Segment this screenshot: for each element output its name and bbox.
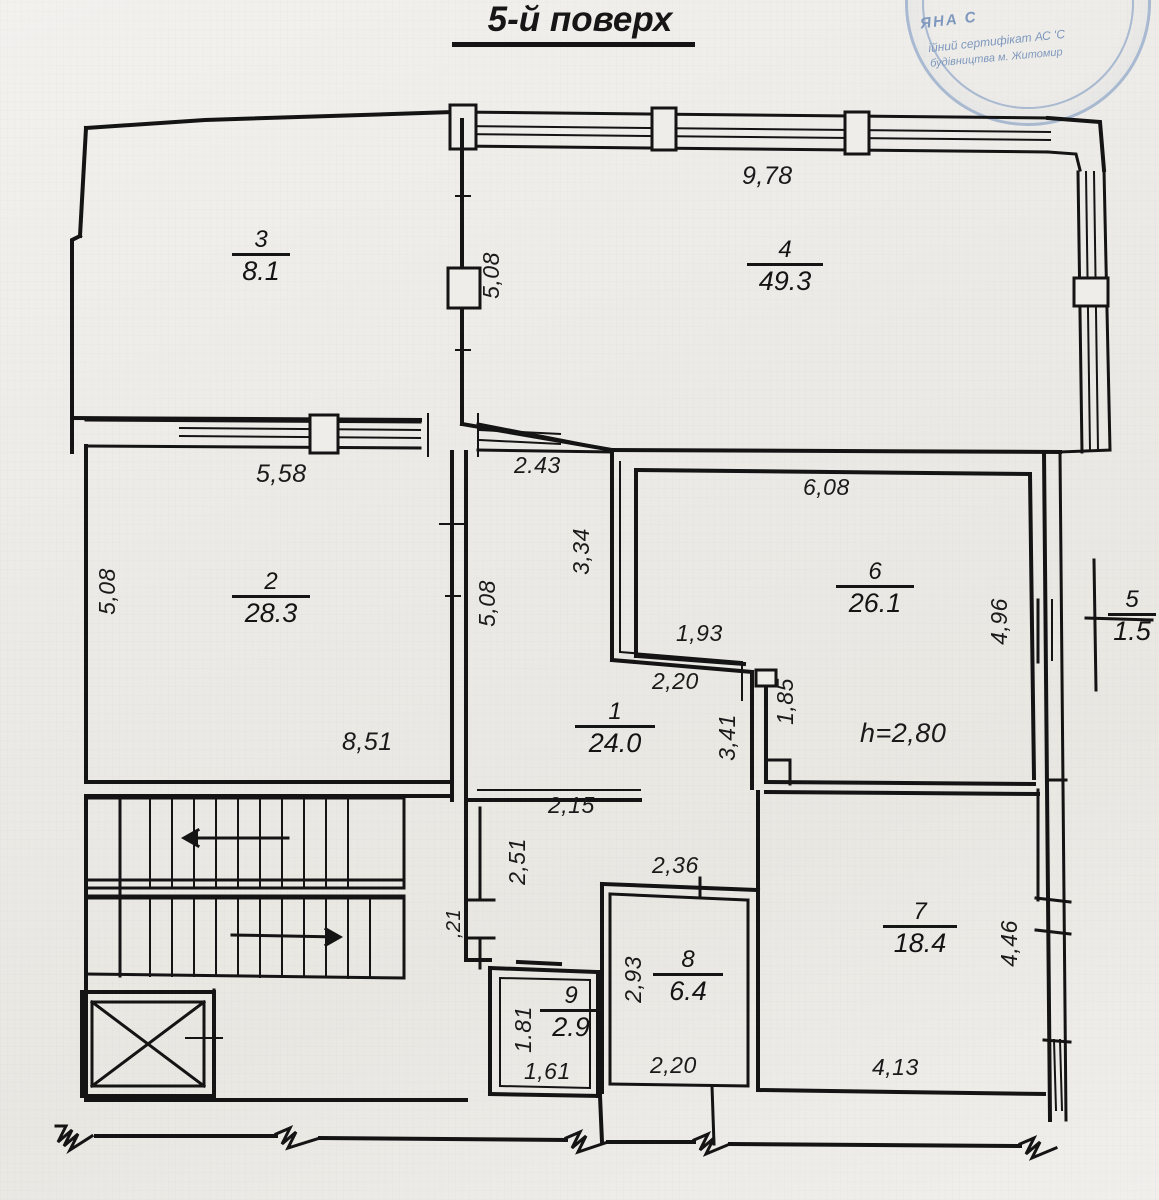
dimension-5-08-mid: 5,08	[473, 580, 500, 627]
room-8-label: 8 6.4	[638, 947, 738, 1006]
ceiling-height-note: h=2,80	[860, 718, 947, 748]
dimension-4-46: 4,46	[995, 920, 1022, 967]
down-flight-arrow	[230, 926, 344, 948]
room-7-label: 7 18.4	[870, 899, 970, 958]
room-4-label: 4 49.3	[730, 237, 840, 296]
dimension-2-93: 2,93	[619, 956, 646, 1003]
dimension-1-85: 1,85	[771, 678, 798, 725]
dimension-1-61: 1,61	[524, 1058, 571, 1084]
dimension-6-08: 6,08	[803, 474, 850, 500]
room-5-label: 5 1.5	[1102, 587, 1159, 646]
dimension-2-43: 2.43	[514, 452, 561, 478]
room-6-label: 6 26.1	[820, 559, 930, 618]
dimension-2-51: 2,51	[503, 838, 530, 885]
title-underline	[452, 42, 695, 47]
up-flight-arrow	[180, 827, 290, 849]
dimension-0-21: ,21	[443, 908, 466, 939]
dimension-4-96: 4,96	[985, 598, 1012, 645]
dimension-2-20-bottom: 2,20	[650, 1052, 697, 1078]
page-title: 5-й поверх	[487, 0, 673, 39]
room-1-label: 1 24.0	[560, 699, 670, 758]
dimension-5-58: 5,58	[256, 460, 307, 488]
dimension-1-93: 1,93	[676, 620, 723, 646]
dimension-9-78: 9,78	[742, 162, 793, 190]
room-3-label: 3 8.1	[216, 227, 306, 286]
dimension-4-13: 4,13	[872, 1054, 919, 1080]
dimension-5-08-left: 5,08	[93, 568, 120, 615]
dimension-5-08-top: 5,08	[477, 252, 504, 299]
dimension-3-41: 3,41	[713, 714, 740, 761]
dimension-2-36: 2,36	[652, 852, 699, 878]
dimension-2-20-top: 2,20	[652, 668, 699, 694]
dimension-1-81: 1.81	[509, 1006, 536, 1053]
dimension-2-15: 2,15	[548, 792, 595, 818]
room-2-label: 2 28.3	[216, 569, 326, 628]
dimension-8-51: 8,51	[342, 728, 393, 756]
room-9-label: 9 2.9	[526, 983, 616, 1042]
dimension-3-34: 3,34	[567, 528, 594, 575]
